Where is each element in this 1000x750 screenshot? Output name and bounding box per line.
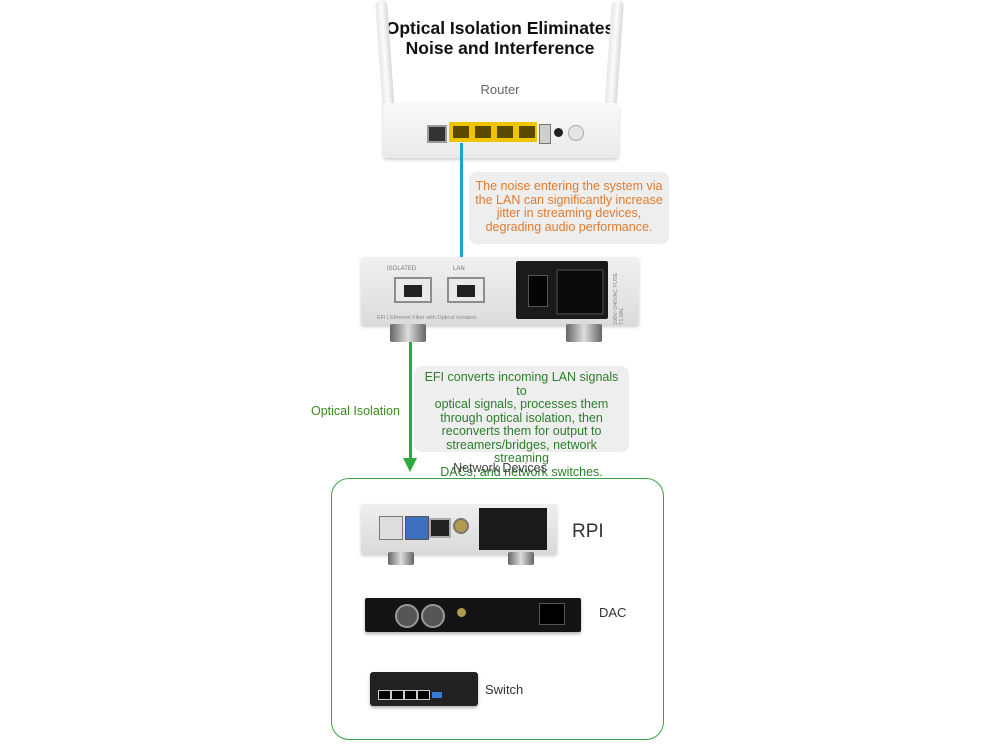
optical-isolation-label: Optical Isolation — [311, 404, 400, 418]
efi-callout-line: through optical isolation, then — [440, 410, 603, 425]
title-line-1: Optical Isolation Eliminates — [385, 18, 615, 38]
rpi-device — [361, 504, 557, 554]
efi-callout-line: optical signals, processes them — [434, 397, 609, 411]
router-lan-port — [519, 126, 535, 138]
port-opening — [457, 285, 475, 297]
arrow-down-icon — [403, 458, 417, 472]
efi-isolated-port — [394, 277, 432, 303]
power-switch-icon — [528, 275, 548, 307]
rpi-foot — [388, 552, 414, 565]
efi-callout: EFI converts incoming LAN signals to opt… — [414, 366, 629, 478]
dac-device — [365, 598, 581, 632]
router-device — [383, 103, 619, 158]
router-label: Router — [480, 82, 520, 97]
router-power-button — [568, 125, 584, 141]
efi-model-text: EFI | Ethernet Filter with Optical Isola… — [377, 315, 477, 321]
router-power-jack — [554, 128, 563, 137]
efi-power-panel — [516, 261, 608, 319]
efi-spec-text: 100V~240VAC FUSE T1.0AL — [613, 272, 625, 325]
switch-device — [370, 672, 478, 706]
xlr-connector-icon — [421, 604, 445, 628]
power-inlet-icon — [539, 603, 565, 625]
noise-callout: The noise entering the system via the LA… — [469, 172, 669, 244]
router-wan-port — [427, 125, 447, 143]
router-usb-port — [539, 124, 551, 144]
noise-callout-line: the LAN can significantly increase — [475, 192, 663, 207]
port-opening — [404, 285, 422, 297]
ethernet-port-icon — [391, 690, 404, 700]
dac-label: DAC — [599, 605, 627, 620]
efi-device: ISOLATED LAN EFI | Ethernet Filter with … — [361, 257, 639, 325]
rpi-power-panel — [479, 508, 547, 550]
network-devices-label: Network Devices — [453, 461, 547, 475]
efi-callout-line: DACs, and network switches. — [440, 464, 603, 479]
noise-callout-line: degrading audio performance. — [485, 219, 653, 234]
antenna-jack-icon — [453, 518, 469, 534]
rpi-label: RPI — [572, 521, 604, 542]
status-led-icon — [432, 692, 442, 698]
xlr-connector-icon — [395, 604, 419, 628]
efi-foot — [566, 324, 602, 342]
efi-callout-line: EFI converts incoming LAN signals to — [424, 370, 619, 398]
diagram-title: Optical Isolation Eliminates Noise and I… — [350, 18, 650, 58]
ethernet-port-icon — [378, 690, 391, 700]
lan-cable-line — [460, 143, 463, 288]
router-lan-port — [475, 126, 491, 138]
noise-callout-line: The noise entering the system via — [475, 179, 663, 193]
ethernet-port-icon — [417, 690, 430, 700]
ethernet-port-icon — [429, 518, 451, 538]
efi-lan-label: LAN — [453, 266, 465, 272]
efi-callout-line: streamers/bridges, network streaming — [446, 437, 597, 465]
power-inlet-icon — [556, 269, 604, 315]
switch-label: Switch — [485, 682, 524, 697]
usb-port-icon — [379, 516, 403, 540]
network-devices-box — [331, 478, 664, 740]
noise-callout-line: jitter in streaming devices, — [496, 206, 642, 220]
optical-isolation-line — [409, 287, 412, 462]
usb3-port-icon — [405, 516, 429, 540]
ethernet-port-icon — [404, 690, 417, 700]
efi-lan-port — [447, 277, 485, 303]
rca-connector-icon — [457, 608, 466, 617]
router-lan-port — [497, 126, 513, 138]
title-line-2: Noise and Interference — [405, 38, 595, 58]
router-lan-port — [453, 126, 469, 138]
efi-isolated-label: ISOLATED — [387, 266, 417, 272]
efi-callout-line: reconverts them for output to — [441, 424, 602, 438]
rpi-foot — [508, 552, 534, 565]
router-lan-ports — [449, 122, 537, 142]
efi-foot — [390, 324, 426, 342]
